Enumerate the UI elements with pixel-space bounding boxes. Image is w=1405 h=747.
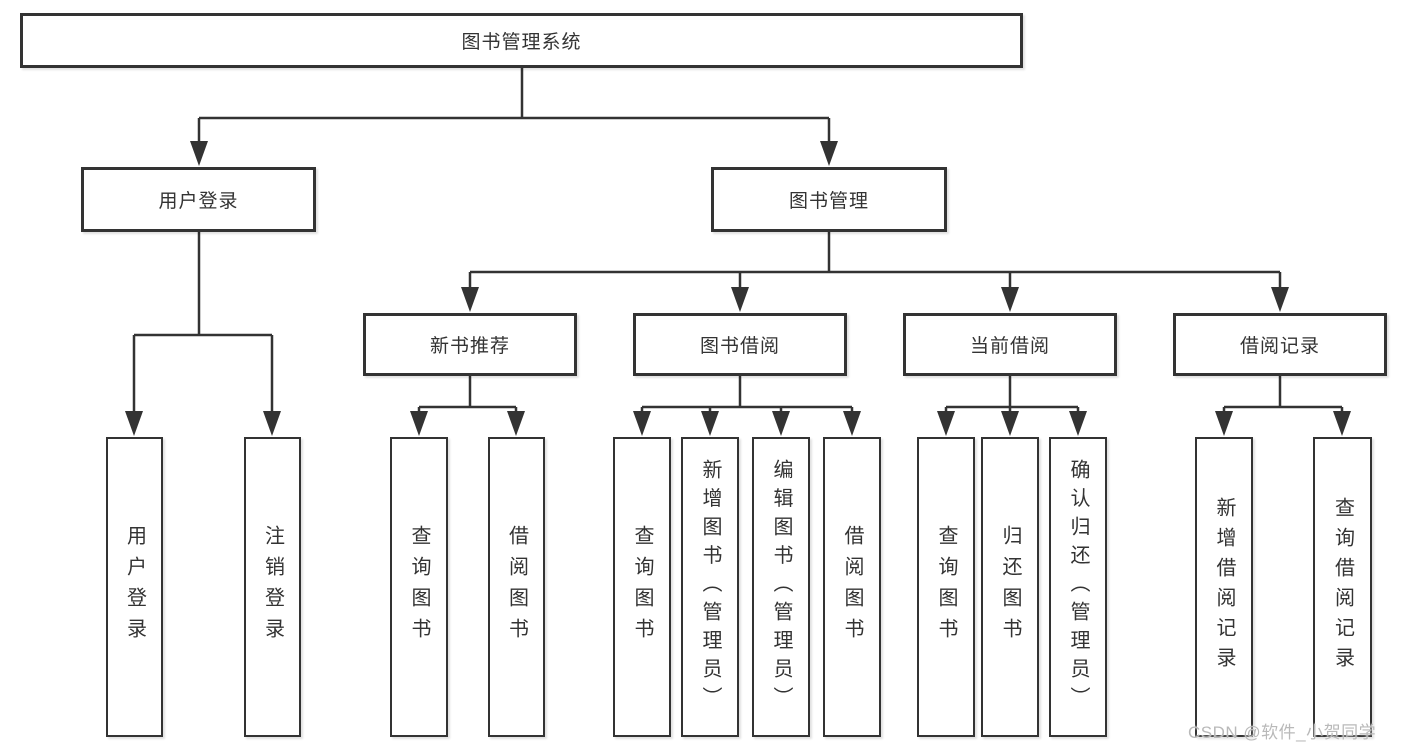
leaf-user-login: 用户登录 [106,437,163,737]
node-borrowing-records: 借阅记录 [1173,313,1387,376]
leaf-edit-book-admin: 编辑图书（管理员） [752,437,810,737]
leaf-confirm-return-admin-label: 确认归还（管理员） [1067,459,1089,715]
node-new-book-recommend-label: 新书推荐 [429,336,510,357]
node-root: 图书管理系统 [20,13,1023,68]
leaf-query-borrow-record: 查询借阅记录 [1313,437,1372,737]
node-book-borrowing-label: 图书借阅 [699,336,780,357]
node-book-management: 图书管理 [711,167,947,232]
leaf-user-login-label: 用户登录 [123,525,146,649]
leaf-return-book-label: 归还图书 [999,525,1021,649]
leaf-logout-label: 注销登录 [261,525,284,649]
node-new-book-recommend: 新书推荐 [363,313,577,376]
leaf-add-book-admin-label: 新增图书（管理员） [699,459,721,715]
node-root-label: 图书管理系统 [461,32,582,53]
leaf-query-books-recommend-label: 查询图书 [408,525,430,649]
arrowheads [125,141,1351,436]
leaf-add-borrow-record-label: 新增借阅记录 [1213,497,1235,677]
leaf-confirm-return-admin: 确认归还（管理员） [1049,437,1107,737]
node-book-borrowing: 图书借阅 [633,313,847,376]
node-user-login: 用户登录 [81,167,316,232]
leaf-add-book-admin: 新增图书（管理员） [681,437,739,737]
leaf-query-books-borrow-label: 查询图书 [631,525,653,649]
leaf-query-books-current-label: 查询图书 [935,525,957,649]
csdn-watermark: CSDN @软件_小贺同学 [1188,723,1377,742]
node-user-login-label: 用户登录 [158,191,239,212]
node-current-borrowing: 当前借阅 [903,313,1117,376]
tree-edges [132,68,1344,414]
leaf-edit-book-admin-label: 编辑图书（管理员） [770,459,792,715]
leaf-logout: 注销登录 [244,437,301,737]
leaf-query-borrow-record-label: 查询借阅记录 [1331,497,1354,677]
leaf-borrow-books-2-label: 借阅图书 [841,525,863,649]
leaf-borrow-books-2: 借阅图书 [823,437,881,737]
leaf-query-books-borrow: 查询图书 [613,437,671,737]
leaf-borrow-books-recommend-label: 借阅图书 [505,525,528,649]
node-book-management-label: 图书管理 [788,191,869,212]
leaf-add-borrow-record: 新增借阅记录 [1195,437,1253,737]
node-borrowing-records-label: 借阅记录 [1239,336,1320,357]
leaf-return-book: 归还图书 [981,437,1039,737]
node-current-borrowing-label: 当前借阅 [969,336,1050,357]
leaf-query-books-current: 查询图书 [917,437,975,737]
leaf-borrow-books-recommend: 借阅图书 [488,437,545,737]
leaf-query-books-recommend: 查询图书 [390,437,448,737]
